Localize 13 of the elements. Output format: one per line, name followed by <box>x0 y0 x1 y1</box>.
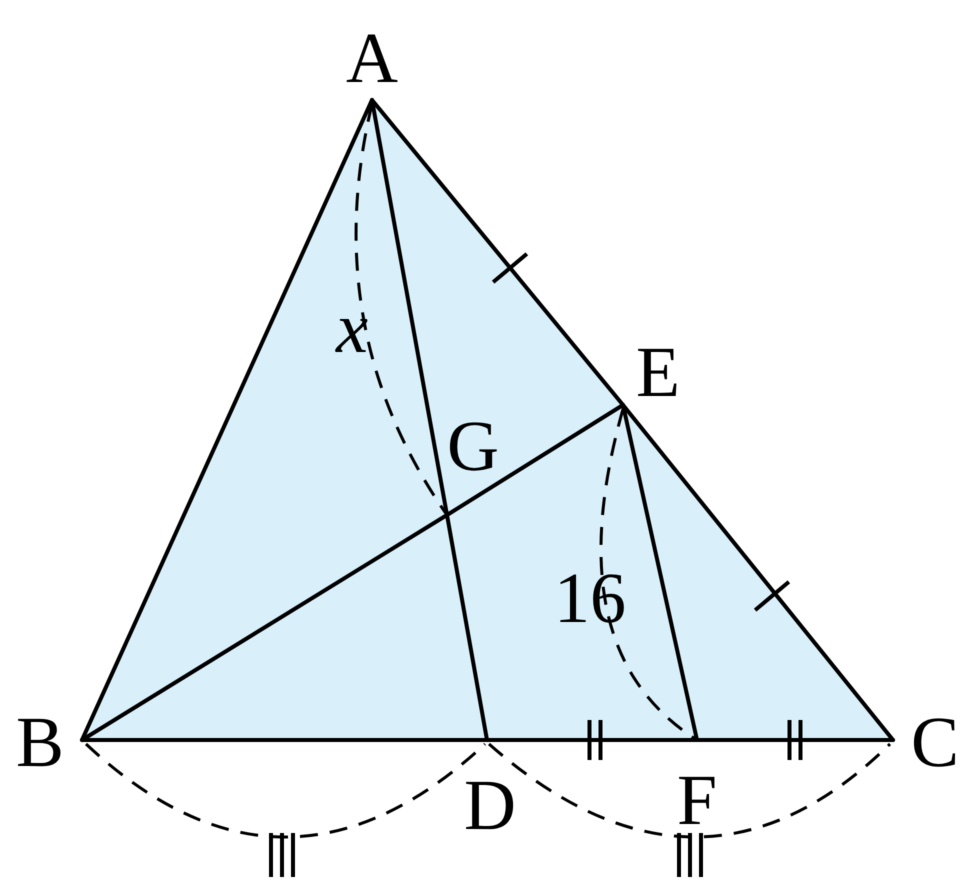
point-label: A <box>346 22 398 94</box>
dimension-label: 16 <box>554 562 626 634</box>
point-label: E <box>636 336 680 408</box>
line-segment <box>80 513 449 742</box>
point-label: F <box>676 764 718 836</box>
dimension-label: x <box>336 292 368 364</box>
line-segment <box>695 738 895 742</box>
line-segment <box>485 738 699 742</box>
point-label: B <box>16 706 64 778</box>
point-label: D <box>464 769 516 841</box>
line-segment <box>80 738 489 742</box>
point-label: C <box>910 706 960 778</box>
point-label: G <box>447 410 499 482</box>
